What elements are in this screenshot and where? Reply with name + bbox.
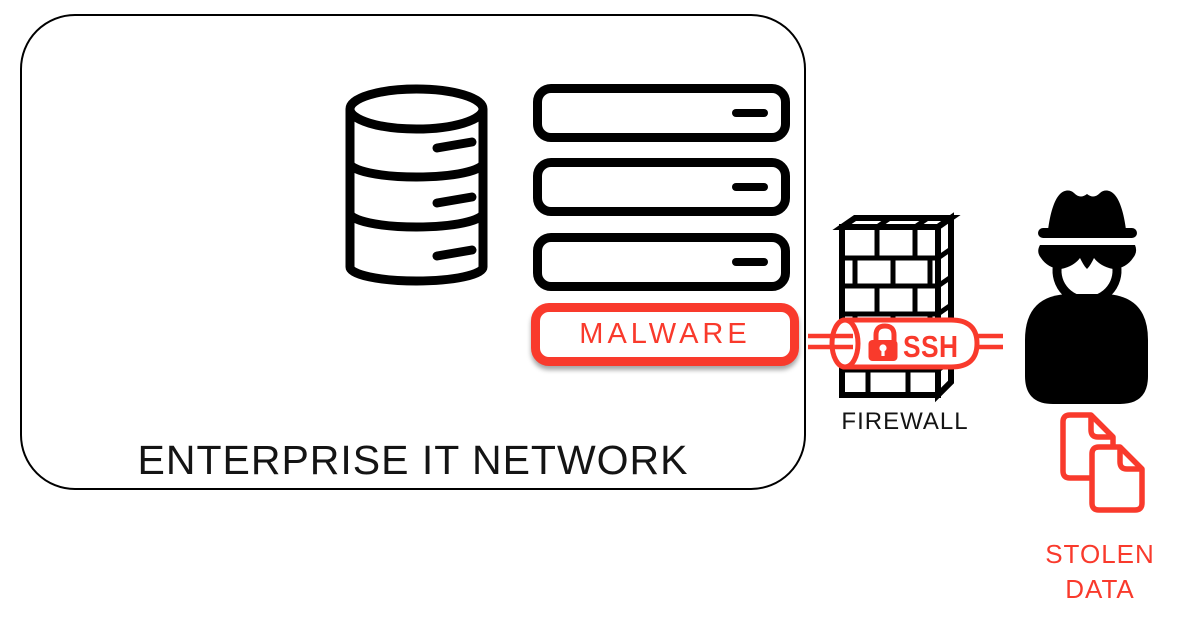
server-icon-2 bbox=[533, 158, 790, 216]
server-led-dash bbox=[732, 258, 768, 266]
sunglasses-icon bbox=[1038, 245, 1137, 269]
hacker-icon bbox=[1025, 190, 1148, 404]
hacker-body bbox=[1025, 294, 1148, 404]
firewall-and-tunnel: SSH bbox=[808, 212, 1003, 403]
malware-box: MALWARE bbox=[531, 303, 799, 366]
database-top bbox=[345, 84, 488, 134]
ssh-tunnel-icon: SSH bbox=[808, 317, 1003, 370]
server-led-dash bbox=[732, 109, 768, 117]
database-body bbox=[345, 109, 488, 286]
ssh-label: SSH bbox=[903, 330, 958, 364]
stolen-data-label: STOLEN DATA bbox=[1045, 539, 1155, 604]
document-front bbox=[1089, 444, 1145, 513]
malware-label: MALWARE bbox=[579, 318, 751, 350]
enterprise-network-label: ENTERPRISE IT NETWORK bbox=[137, 437, 689, 483]
exfiltration-line-in bbox=[808, 333, 853, 350]
exfiltration-line-out bbox=[977, 333, 1003, 350]
firewall-label: FIREWALL bbox=[841, 408, 969, 435]
server-icon-3 bbox=[533, 233, 790, 291]
fedora-hat-icon bbox=[1038, 190, 1137, 238]
server-led-dash bbox=[732, 183, 768, 191]
database-icon bbox=[345, 84, 488, 286]
padlock-icon bbox=[868, 323, 898, 361]
server-icon-1 bbox=[533, 84, 790, 142]
tunnel-mouth bbox=[829, 317, 861, 370]
stolen-documents-icon bbox=[1060, 412, 1145, 513]
